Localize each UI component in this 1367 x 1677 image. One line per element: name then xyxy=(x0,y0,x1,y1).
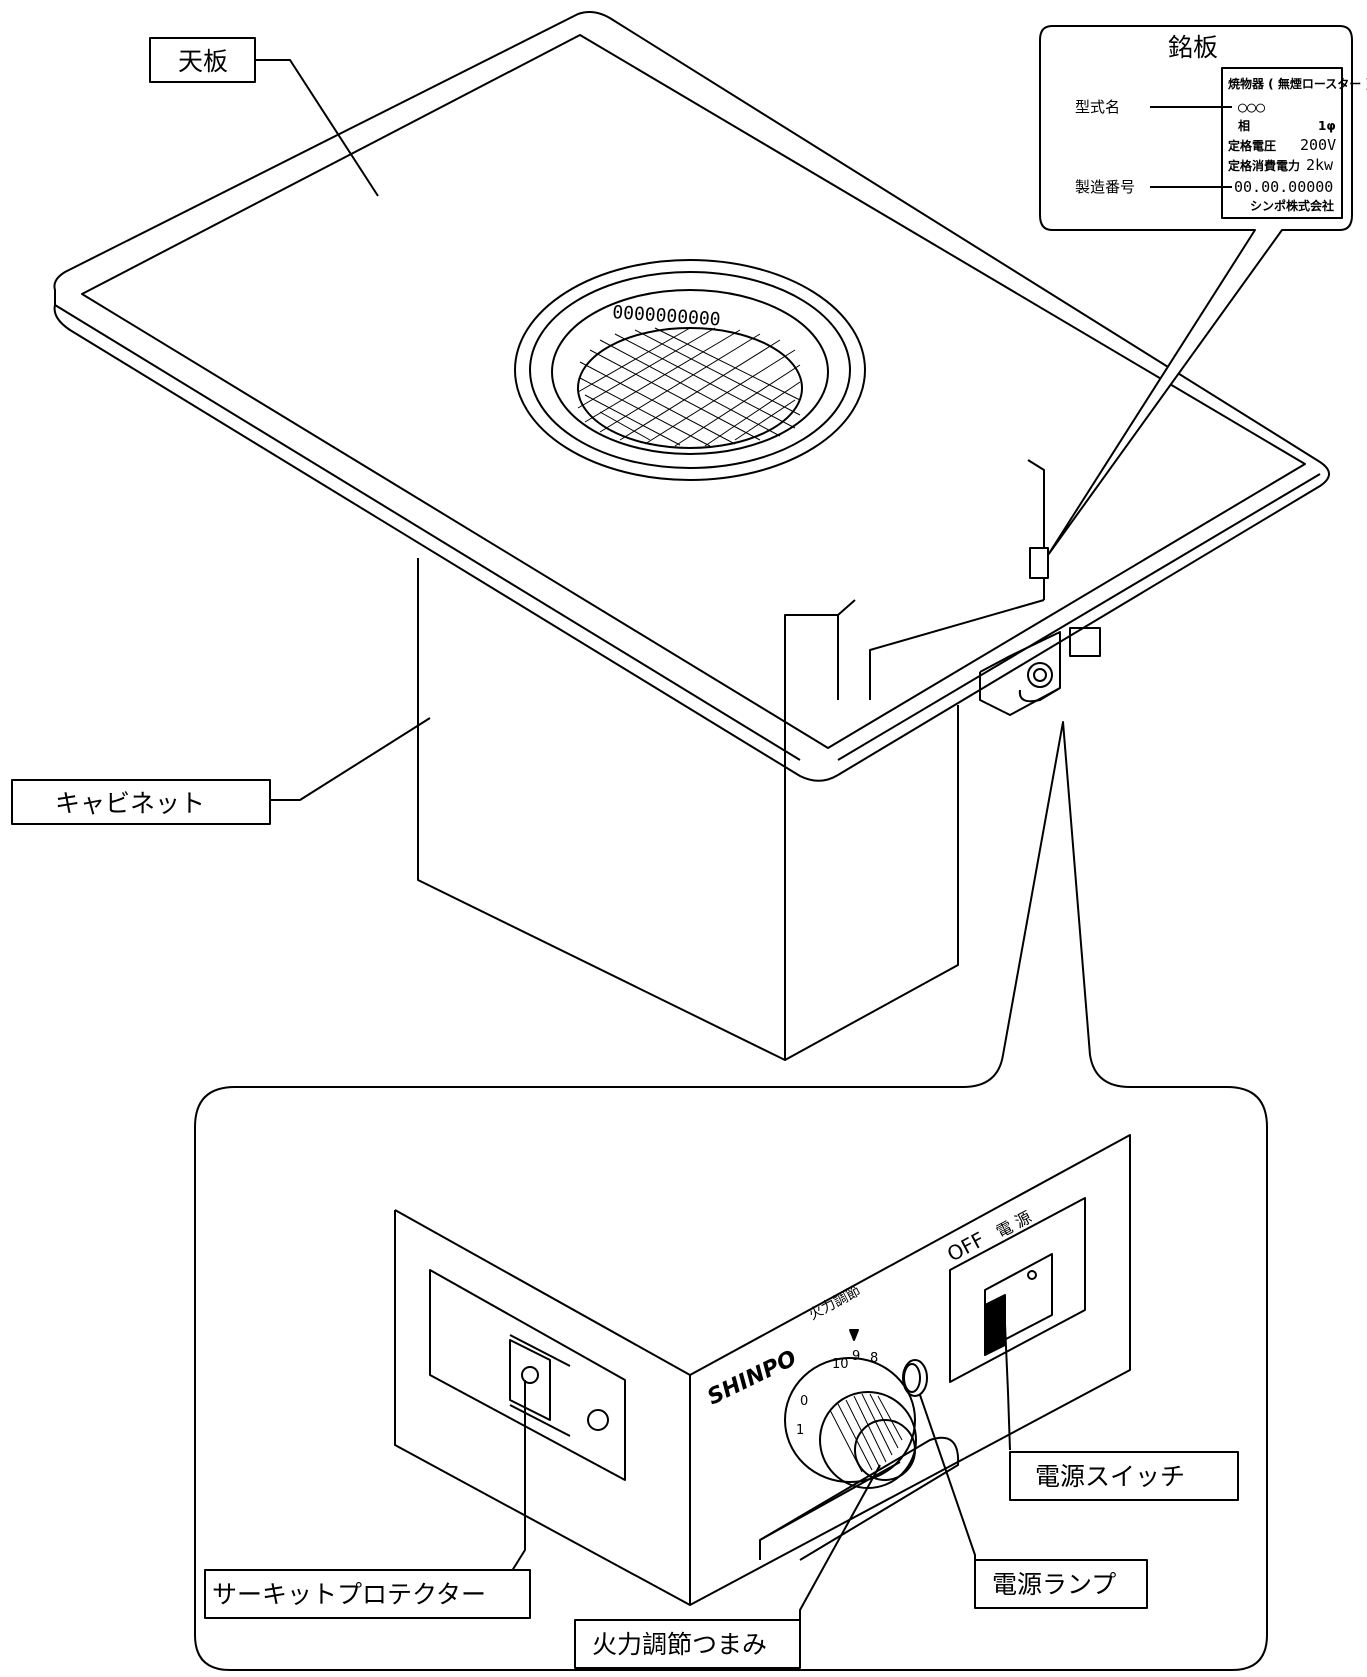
nameplate-callout xyxy=(1029,25,1353,579)
heat-knob-label-box xyxy=(574,1619,801,1669)
circuit-protector-label: サーキットプロテクター xyxy=(212,1580,486,1609)
dial-number-8: 8 xyxy=(870,1351,878,1366)
cabinet-label-box xyxy=(11,779,271,825)
dial-number-10: 10 xyxy=(832,1357,849,1372)
detail-callout xyxy=(194,721,1268,1671)
nameplate-voltage-value: 200V xyxy=(1300,136,1336,154)
nameplate-product: 焼物器 ( 無煙ロースター ) xyxy=(1228,76,1367,91)
dial-number-9: 9 xyxy=(852,1349,860,1364)
top-plate-label-box xyxy=(149,37,256,83)
nameplate-serial: 00.00.00000 xyxy=(1234,178,1333,196)
power-switch-label: 電源スイッチ xyxy=(1035,1462,1185,1491)
power-lamp-label-box xyxy=(974,1559,1148,1609)
nameplate-model: ○○○ xyxy=(1238,98,1265,116)
top-plate-label: 天板 xyxy=(178,47,228,76)
power-switch-label-box xyxy=(1009,1451,1239,1501)
power-lamp-label: 電源ランプ xyxy=(992,1570,1116,1599)
nameplate-phase-value: 1φ xyxy=(1318,119,1336,133)
top-plate xyxy=(53,11,1330,782)
dial-number-1: 1 xyxy=(796,1423,804,1438)
model-name-label: 型式名 xyxy=(1075,98,1120,116)
control-box-small xyxy=(979,627,1101,716)
heat-knob-label: 火力調節つまみ xyxy=(592,1630,767,1659)
cabinet-label: キャビネット xyxy=(55,789,205,818)
nameplate-title: 銘板 xyxy=(1168,33,1218,62)
dial-number-0: 0 xyxy=(800,1394,808,1409)
nameplate-power-label: 定格消費電力 xyxy=(1228,158,1300,173)
serial-number-label: 製造番号 xyxy=(1075,178,1135,196)
circuit-protector-label-box xyxy=(204,1569,531,1619)
control-panel-detail xyxy=(394,1134,1131,1640)
grill-vent-holes: 0000000000 xyxy=(612,302,722,331)
nameplate-phase-label: 相 xyxy=(1238,118,1250,133)
nameplate-power-value: 2kw xyxy=(1306,156,1334,174)
nameplate-voltage-label: 定格電圧 xyxy=(1228,138,1276,153)
grill-opening xyxy=(514,259,866,481)
cabinet-body xyxy=(417,558,959,1061)
nameplate-maker: シンポ株式会社 xyxy=(1250,198,1334,213)
